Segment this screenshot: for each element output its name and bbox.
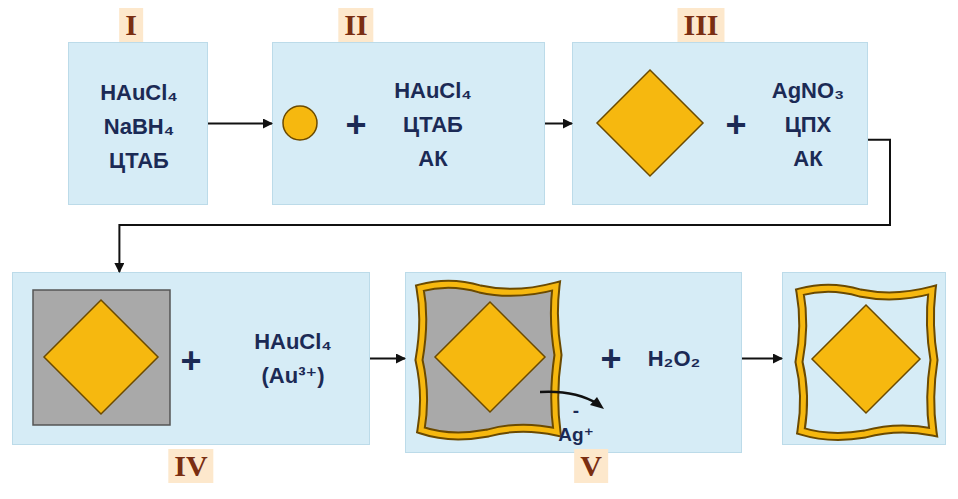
flow-arrow xyxy=(742,358,782,360)
process-panel: V-Ag⁺+H₂O₂ xyxy=(405,272,742,453)
reagent-list: H₂O₂ xyxy=(648,342,701,376)
reagent-list: HAuCl₄ NaBH₄ ЦТАБ xyxy=(100,76,178,178)
stage-numeral: V xyxy=(574,449,608,483)
stage-numeral: IV xyxy=(168,449,213,483)
gold-core xyxy=(44,300,158,414)
process-panel: IV+HAuCl₄ (Au³⁺) xyxy=(12,272,370,445)
gold-core xyxy=(435,302,545,412)
silver-shell xyxy=(33,290,170,425)
reagent-list: HAuCl₄ (Au³⁺) xyxy=(254,325,332,393)
plus-sign: + xyxy=(180,341,201,381)
process-panel: III+AgNO₃ ЦПХ АК xyxy=(572,42,868,205)
release-arrowhead xyxy=(590,397,604,409)
stage-numeral: III xyxy=(677,8,724,42)
process-panel: IHAuCl₄ NaBH₄ ЦТАБ xyxy=(68,42,208,205)
reagent-list: HAuCl₄ ЦТАБ АК xyxy=(394,74,472,176)
stage-numeral: I xyxy=(119,8,143,42)
gold-frame xyxy=(799,288,934,436)
reagent-list: -Ag⁺ xyxy=(558,399,593,447)
release-arrow xyxy=(540,392,598,404)
plus-sign: + xyxy=(345,105,366,145)
process-panel: II+HAuCl₄ ЦТАБ АК xyxy=(272,42,545,205)
flow-arrow xyxy=(545,123,572,125)
gold-shell xyxy=(419,284,558,436)
reagent-list: AgNO₃ ЦПХ АК xyxy=(772,74,845,176)
flow-arrow xyxy=(370,358,405,360)
gold-shell-outline xyxy=(419,284,558,436)
plus-sign: + xyxy=(725,105,746,145)
flow-arrow xyxy=(208,123,272,125)
stage-numeral: II xyxy=(338,8,373,42)
gold-core xyxy=(812,305,920,413)
process-panel xyxy=(782,272,946,445)
gold-seed xyxy=(283,106,317,140)
plus-sign: + xyxy=(600,339,621,379)
gold-core xyxy=(597,70,703,176)
gold-frame-outline xyxy=(799,288,934,436)
flow-arrow xyxy=(119,140,890,272)
